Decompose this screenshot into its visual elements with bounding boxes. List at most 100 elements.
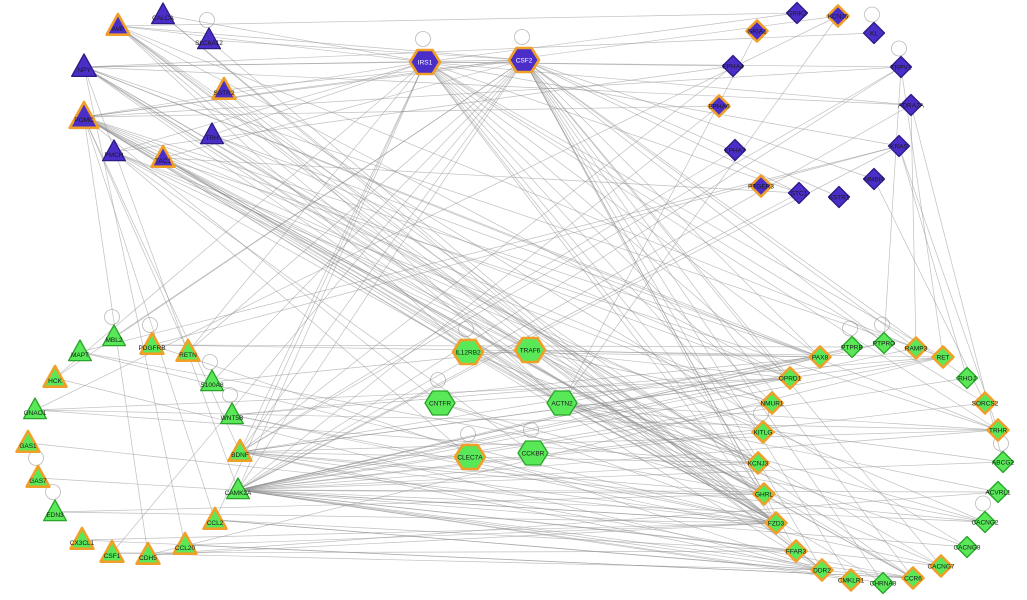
node-RAMP3[interactable]: RAMP3 xyxy=(904,336,928,360)
hexagon-shape-CNTFR[interactable] xyxy=(424,390,456,416)
triangle-shape-AVP[interactable] xyxy=(105,12,131,36)
hexagon-shape-CSF2[interactable] xyxy=(507,46,541,74)
diamond-shape-KL[interactable] xyxy=(862,21,886,45)
node-CACNG3[interactable]: CACNG3 xyxy=(953,535,981,559)
diamond-shape-FZD3[interactable] xyxy=(764,511,788,535)
node-EPHA6[interactable]: EPHA6 xyxy=(707,94,731,118)
diamond-shape-SORCS2[interactable] xyxy=(973,391,997,415)
diamond-shape-CCR6[interactable] xyxy=(901,566,925,590)
node-IRS1[interactable]: IRS1 xyxy=(408,48,442,76)
node-EDN3[interactable]: EDN3 xyxy=(42,499,68,522)
node-NPY[interactable]: NPY xyxy=(71,53,97,78)
triangle-shape-PDGFRB[interactable] xyxy=(139,331,165,355)
triangle-shape-CDH5[interactable] xyxy=(135,541,161,565)
triangle-shape-CSF1[interactable] xyxy=(99,539,125,563)
triangle-shape-CAMK2A[interactable] xyxy=(225,477,251,500)
node-BDNF[interactable]: BDNF xyxy=(227,438,253,462)
node-KRAS[interactable]: KRAS xyxy=(887,134,911,158)
triangle-shape-SSTR2[interactable] xyxy=(211,76,237,100)
node-SSTR1[interactable]: SSTR1 xyxy=(827,185,851,209)
diamond-shape-KCNJ5[interactable] xyxy=(826,4,850,28)
triangle-shape-MBL2[interactable] xyxy=(101,324,127,347)
diamond-shape-CHRNA3[interactable] xyxy=(871,571,895,595)
node-IL12RB2[interactable]: IL12RB2 xyxy=(451,338,485,366)
diamond-shape-GHRL[interactable] xyxy=(752,482,776,506)
node-STC1[interactable]: STC1 xyxy=(787,181,811,205)
triangle-shape-PMCH[interactable] xyxy=(101,139,127,162)
triangle-shape-S100A8[interactable] xyxy=(199,369,225,392)
diamond-shape-KCNJ3[interactable] xyxy=(746,451,770,475)
node-SSTR2[interactable]: SSTR2 xyxy=(211,76,237,100)
node-RET[interactable]: RET xyxy=(931,345,955,369)
node-GNAO1[interactable]: GNAO1 xyxy=(22,397,48,420)
triangle-shape-RETN[interactable] xyxy=(175,338,201,362)
diamond-shape-EPHA7[interactable] xyxy=(723,138,747,162)
diamond-shape-EPHA6[interactable] xyxy=(707,94,731,118)
diamond-shape-OPRD1[interactable] xyxy=(778,366,802,390)
node-CMKLR1[interactable]: CMKLR1 xyxy=(838,568,865,592)
triangle-shape-NPY[interactable] xyxy=(71,53,97,78)
node-CLEC7A[interactable]: CLEC7A xyxy=(453,443,487,471)
node-ADRA2A[interactable]: ADRA2A xyxy=(898,93,925,117)
node-AVP[interactable]: AVP xyxy=(105,12,131,36)
triangle-shape-TRH[interactable] xyxy=(199,122,225,145)
node-OPRD1[interactable]: OPRD1 xyxy=(778,366,802,390)
triangle-shape-BDNF[interactable] xyxy=(227,438,253,462)
node-CSF1[interactable]: CSF1 xyxy=(99,539,125,563)
node-GAS7[interactable]: GAS7 xyxy=(25,464,51,488)
node-PTPRB[interactable]: PTPRB xyxy=(840,335,864,359)
node-RHOJ[interactable]: RHOJ xyxy=(955,366,979,390)
diamond-shape-ADRA2A[interactable] xyxy=(899,93,923,117)
triangle-shape-GAS1[interactable] xyxy=(15,429,41,453)
triangle-shape-GNAO1[interactable] xyxy=(22,397,48,420)
node-EPHA4[interactable]: EPHA4 xyxy=(721,54,745,78)
diamond-shape-EPHA4[interactable] xyxy=(721,54,745,78)
triangle-shape-CX3CL1[interactable] xyxy=(69,526,95,550)
node-CCL2[interactable]: CCL2 xyxy=(202,506,228,530)
hexagon-shape-CCKBR[interactable] xyxy=(517,440,549,466)
triangle-shape-WNT5B[interactable] xyxy=(219,402,245,425)
triangle-shape-GAS7[interactable] xyxy=(25,464,51,488)
hexagon-shape-CLEC7A[interactable] xyxy=(453,443,487,471)
diamond-shape-KITLG[interactable] xyxy=(751,420,775,444)
diamond-shape-KRAS[interactable] xyxy=(887,134,911,158)
hexagon-shape-TRAF6[interactable] xyxy=(513,336,547,364)
triangle-shape-CALCA[interactable] xyxy=(150,2,176,25)
triangle-shape-EDN3[interactable] xyxy=(42,499,68,522)
node-CACNG7[interactable]: CACNG7 xyxy=(927,554,955,578)
diamond-shape-GRIK2[interactable] xyxy=(785,1,809,25)
diamond-shape-PAX8[interactable] xyxy=(808,345,832,369)
diamond-shape-NMBR[interactable] xyxy=(862,167,886,191)
node-GAS1[interactable]: GAS1 xyxy=(15,429,41,453)
diamond-shape-NMUR1[interactable] xyxy=(760,391,784,415)
triangle-shape-CCL2[interactable] xyxy=(202,506,228,530)
diamond-shape-CMKLR1[interactable] xyxy=(839,568,863,592)
node-PTPRO[interactable]: PTPRO xyxy=(872,331,896,355)
diamond-shape-PTPRO[interactable] xyxy=(872,331,896,355)
hexagon-shape-IRS1[interactable] xyxy=(408,48,442,76)
node-ABCG2[interactable]: ABCG2 xyxy=(991,450,1014,474)
node-CNTFR[interactable]: CNTFR xyxy=(424,390,456,416)
diamond-shape-CACNG7[interactable] xyxy=(929,554,953,578)
triangle-shape-SLC6A12[interactable] xyxy=(196,27,222,50)
diamond-shape-FFAR3[interactable] xyxy=(784,539,808,563)
diamond-shape-STC1[interactable] xyxy=(787,181,811,205)
diamond-shape-DDR2[interactable] xyxy=(810,558,834,582)
node-HCK[interactable]: HCK xyxy=(42,364,68,388)
node-SORCS2[interactable]: SORCS2 xyxy=(972,391,999,415)
diamond-shape-PTGER3[interactable] xyxy=(749,174,773,198)
triangle-shape-MAPT[interactable] xyxy=(67,339,93,362)
node-MBL2[interactable]: MBL2 xyxy=(101,324,127,347)
triangle-shape-CCL20[interactable] xyxy=(172,531,198,555)
diamond-shape-RET[interactable] xyxy=(931,345,955,369)
node-TRPV1[interactable]: TRPV1 xyxy=(889,55,913,79)
node-EPHA7[interactable]: EPHA7 xyxy=(723,138,747,162)
node-NMUR1[interactable]: NMUR1 xyxy=(760,391,784,415)
diamond-shape-TRHR[interactable] xyxy=(986,418,1010,442)
node-CCKBR[interactable]: CCKBR xyxy=(517,440,549,466)
node-NMBR[interactable]: NMBR xyxy=(862,167,886,191)
node-CCL20[interactable]: CCL20 xyxy=(172,531,198,555)
node-CALCA[interactable]: CALCA xyxy=(150,2,176,25)
